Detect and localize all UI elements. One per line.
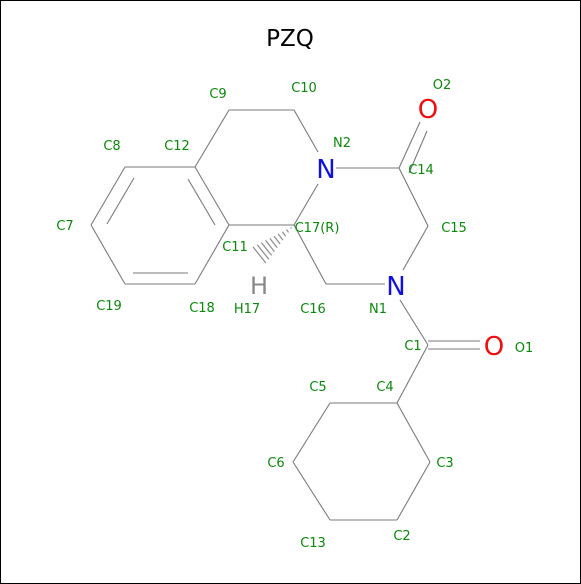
bond-c12-c9 xyxy=(194,109,230,168)
oxygen-o1-symbol: O xyxy=(484,332,504,362)
diagram-title: PZQ xyxy=(266,26,314,52)
atom-label-c8: C8 xyxy=(103,139,120,154)
cyclohexane-ring xyxy=(292,402,431,521)
bond-c2-c3 xyxy=(396,461,431,521)
bond-c10-n2 xyxy=(293,109,319,153)
atom-label-c17: C17(R) xyxy=(295,221,340,236)
piperidine-ring xyxy=(194,109,319,226)
bond-n2-c17 xyxy=(293,183,319,226)
bond-c14-o2-a xyxy=(398,121,421,169)
hydrogen-h17-symbol: H xyxy=(250,272,268,300)
bond-inner-c8-c7 xyxy=(106,177,135,225)
atom-labels: C9 C10 O2 C8 C12 N2 C14 C7 C17(R) C15 C1… xyxy=(56,78,533,551)
atom-label-c15: C15 xyxy=(441,221,467,236)
atom-label-c9: C9 xyxy=(209,87,226,102)
atom-label-n1: N1 xyxy=(369,302,387,317)
nitrogen-n1-symbol: N xyxy=(386,272,405,302)
bond-c5-c6 xyxy=(292,402,331,463)
bond-c6-c13 xyxy=(292,461,331,521)
benzene-ring xyxy=(90,166,230,285)
bond-c11-c12 xyxy=(194,166,230,226)
carbonyl-o1-bond xyxy=(428,340,480,350)
bond-n1-c1 xyxy=(399,299,429,346)
bond-c14-c15 xyxy=(398,167,429,227)
bond-c3-c4 xyxy=(396,402,431,463)
atom-label-c6: C6 xyxy=(267,456,284,471)
atom-label-o1: O1 xyxy=(515,341,534,356)
atom-label-c18: C18 xyxy=(189,301,215,316)
atom-label-o2: O2 xyxy=(433,78,452,93)
bond-inner-c11-c12 xyxy=(187,178,216,226)
bond-c1-c4 xyxy=(396,344,429,404)
atom-label-c11: C11 xyxy=(222,240,248,255)
atom-label-c10: C10 xyxy=(291,81,317,96)
atom-label-c5: C5 xyxy=(309,380,326,395)
atom-label-c1: C1 xyxy=(404,339,421,354)
atom-label-h17: H17 xyxy=(234,302,260,317)
atom-label-c7: C7 xyxy=(56,219,73,234)
bond-c18-c11 xyxy=(194,224,230,285)
oxygen-o2-symbol: O xyxy=(418,95,438,125)
nitrogen-n2-symbol: N xyxy=(316,155,335,185)
atom-label-c3: C3 xyxy=(436,456,453,471)
atom-label-c16: C16 xyxy=(300,302,326,317)
atom-label-c13: C13 xyxy=(300,536,326,551)
carbonyl-o2-bond xyxy=(398,121,428,174)
atom-label-c2: C2 xyxy=(393,529,410,544)
hashed-wedge-bond-c17-h xyxy=(252,227,292,264)
atom-label-n2: N2 xyxy=(333,136,351,151)
atom-label-c19: C19 xyxy=(96,299,122,314)
bond-c16-c17 xyxy=(293,224,327,285)
bond-c14-o2-b xyxy=(408,130,428,174)
bond-c7-c19 xyxy=(90,224,126,285)
atom-label-c12: C12 xyxy=(164,139,190,154)
bond-c15-n1 xyxy=(402,225,429,271)
bond-c8-c7 xyxy=(90,166,126,226)
atom-label-c14: C14 xyxy=(408,163,434,178)
atom-label-c4: C4 xyxy=(376,380,393,395)
piperazinone-ring xyxy=(293,167,429,285)
